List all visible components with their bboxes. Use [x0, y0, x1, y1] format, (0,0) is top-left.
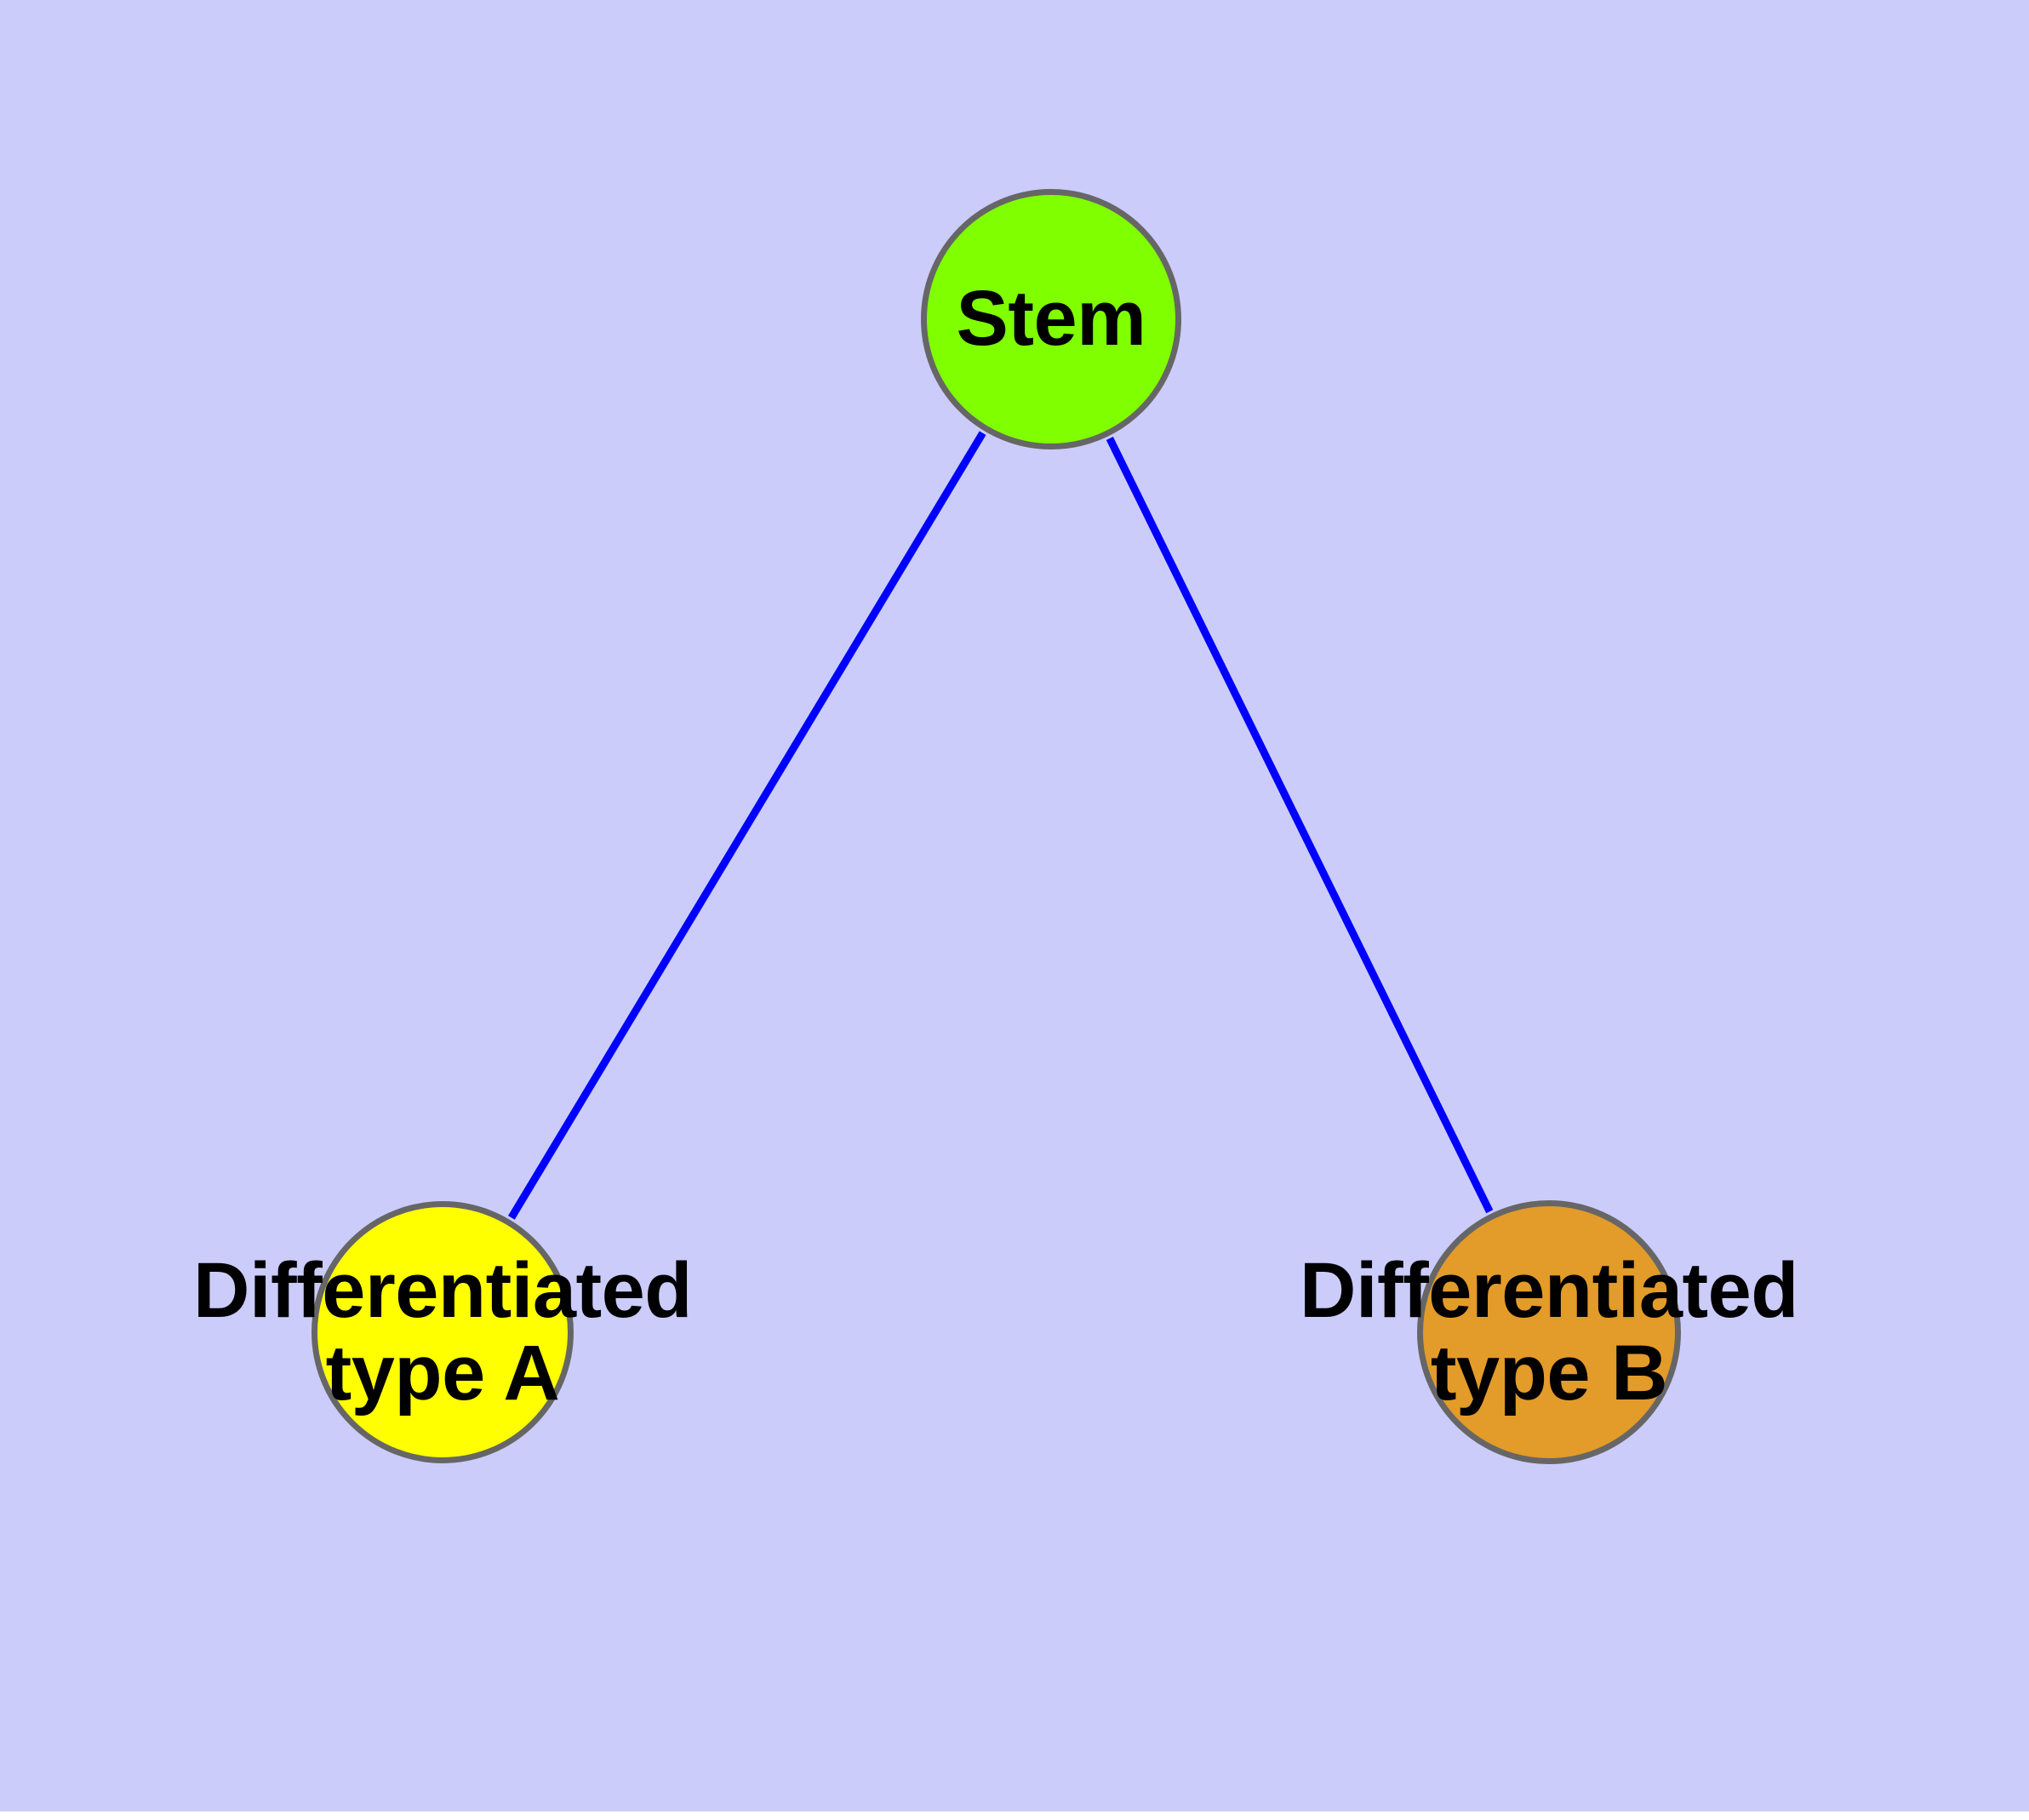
node-differentiated-type-a[interactable] [311, 1201, 574, 1463]
edge-stem-to-differentiated-type-b [1106, 437, 1494, 1214]
node-label-differentiated-type-a: Differentiated type A [193, 1246, 692, 1417]
edge-stem-to-differentiated-type-a [508, 431, 986, 1220]
node-stem[interactable] [921, 189, 1181, 449]
node-differentiated-type-b[interactable] [1417, 1200, 1681, 1464]
node-label-differentiated-type-b: Differentiated type B [1300, 1246, 1798, 1417]
node-label-stem: Stem [956, 275, 1146, 362]
